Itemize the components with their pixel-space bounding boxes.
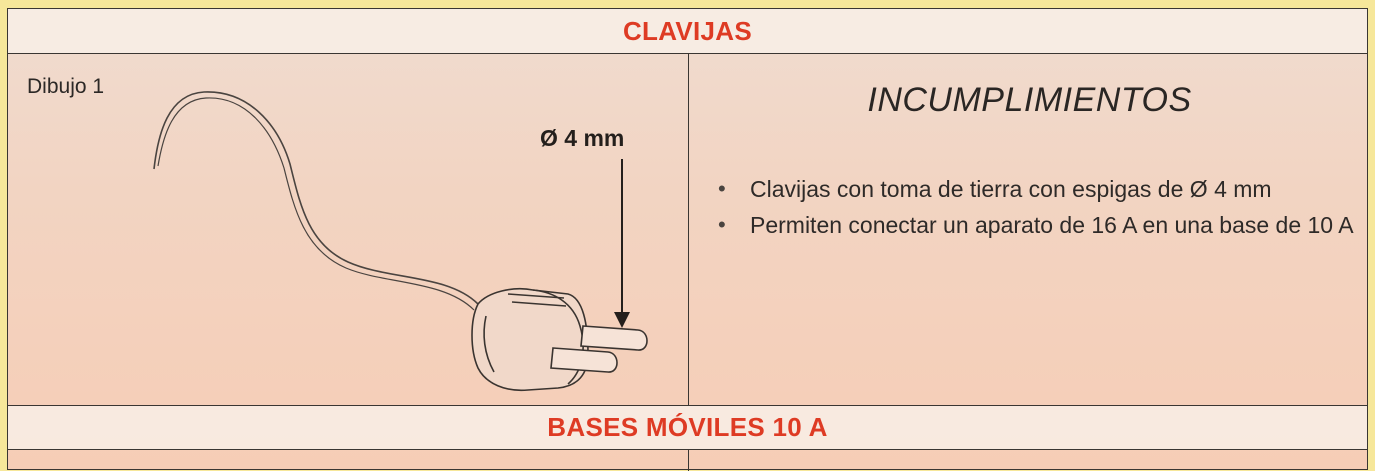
bullet-text: Clavijas con toma de tierra con espigas … bbox=[750, 176, 1272, 202]
bullet-dot-icon: • bbox=[718, 212, 726, 237]
section-header-bases-moviles: BASES MÓVILES 10 A bbox=[8, 405, 1367, 450]
section-title: BASES MÓVILES 10 A bbox=[547, 412, 828, 442]
document-table: CLAVIJAS Dibujo 1 Ø 4 mm INCUMPLIMIENTOS bbox=[7, 8, 1368, 471]
dimension-arrow-icon bbox=[614, 159, 630, 328]
incumplimientos-heading: INCUMPLIMIENTOS bbox=[867, 81, 1192, 119]
plug-drawing bbox=[153, 91, 648, 392]
bullet-list: • Clavijas con toma de tierra con espiga… bbox=[718, 171, 1358, 243]
plug-pins bbox=[550, 325, 648, 373]
plug-body bbox=[471, 288, 589, 392]
bullet-text: Permiten conectar un aparato de 16 A en … bbox=[750, 212, 1354, 238]
bullet-dot-icon: • bbox=[718, 176, 726, 201]
column-divider bbox=[688, 54, 689, 405]
list-item: • Permiten conectar un aparato de 16 A e… bbox=[718, 207, 1358, 243]
list-item: • Clavijas con toma de tierra con espiga… bbox=[718, 171, 1358, 207]
pin-diameter-label: Ø 4 mm bbox=[540, 125, 625, 151]
figure-label: Dibujo 1 bbox=[27, 75, 105, 98]
section-header-clavijas: CLAVIJAS bbox=[8, 9, 1367, 54]
column-divider bbox=[688, 450, 689, 471]
section-title: CLAVIJAS bbox=[622, 15, 753, 46]
